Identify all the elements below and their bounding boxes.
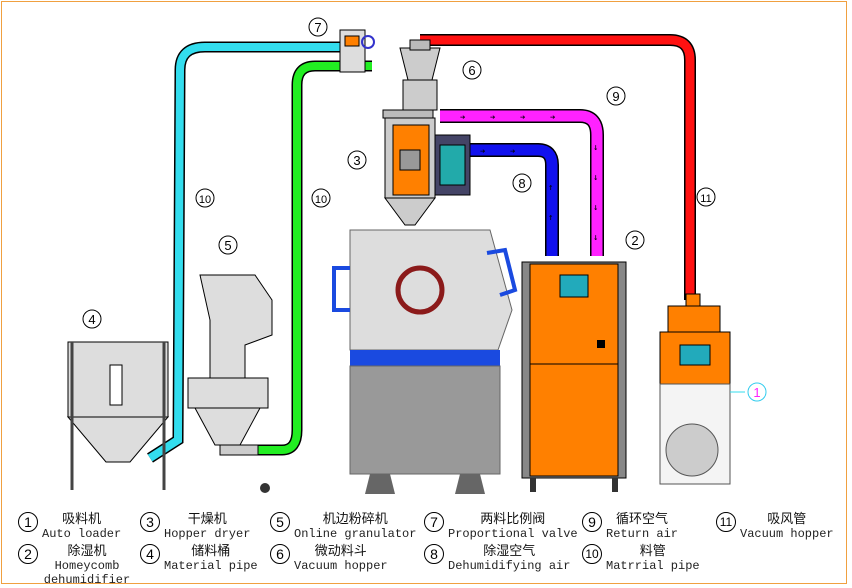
legend-en: Material pipe	[164, 559, 258, 573]
legend-en: Dehumidifying air	[448, 559, 571, 573]
svg-text:➔: ➔	[490, 113, 496, 123]
legend-en: Homeycomb dehumidifier	[43, 559, 131, 587]
legend-number: 1	[18, 512, 38, 532]
legend-en: Vacuum hopper	[740, 527, 834, 541]
svg-text:↓: ↓	[593, 173, 598, 183]
legend-zh: 料管	[639, 544, 666, 559]
vacuum-hopper	[382, 39, 441, 119]
legend-en: Return air	[606, 527, 679, 541]
svg-text:➔: ➔	[520, 113, 526, 123]
proportional-valve	[339, 29, 375, 73]
svg-text:➔: ➔	[460, 113, 466, 123]
callout-11: 11	[700, 193, 711, 205]
callout-4: 4	[88, 312, 95, 327]
legend-number: 5	[270, 512, 290, 532]
callout-9: 9	[612, 89, 619, 104]
legend-en: Auto loader	[42, 527, 122, 541]
callout-5: 5	[224, 238, 231, 253]
legend-zh: 吸风管	[767, 512, 807, 527]
legend-number: 7	[424, 512, 444, 532]
legend-number: 10	[582, 544, 602, 564]
legend-number: 6	[270, 544, 290, 564]
legend-zh: 循环空气	[616, 512, 669, 527]
legend-en: Proportional valve	[448, 527, 578, 541]
svg-text:↓: ↓	[593, 233, 598, 243]
legend-zh: 微动料斗	[314, 544, 367, 559]
svg-text:↑: ↑	[548, 183, 553, 193]
svg-text:➔: ➔	[480, 147, 486, 157]
legend-zh: 除湿机	[67, 544, 107, 559]
online-granulator-large	[332, 229, 518, 494]
legend-zh: 干燥机	[187, 512, 227, 527]
legend-number: 2	[18, 544, 38, 564]
material-storage-bin	[66, 341, 170, 490]
legend-zh: 两料比例阀	[480, 512, 546, 527]
hopper-dryer	[384, 117, 471, 226]
callout-10b: 10	[315, 194, 327, 206]
svg-text:↓: ↓	[593, 143, 598, 153]
legend-number: 8	[424, 544, 444, 564]
svg-text:➔: ➔	[550, 113, 556, 123]
honeycomb-dehumidifier	[521, 261, 627, 492]
legend-number: 3	[140, 512, 160, 532]
callout-8: 8	[518, 176, 525, 191]
legend-zh: 除湿空气	[483, 544, 536, 559]
legend-number: 4	[140, 544, 160, 564]
auto-loader	[659, 293, 745, 485]
callout-3: 3	[353, 153, 360, 168]
callout-2: 2	[631, 233, 638, 248]
legend-zh: 机边粉碎机	[322, 512, 388, 527]
legend-zh: 吸料机	[62, 512, 102, 527]
callout-6: 6	[468, 63, 475, 78]
legend-number: 9	[582, 512, 602, 532]
svg-text:➔: ➔	[510, 147, 516, 157]
svg-text:↓: ↓	[593, 203, 598, 213]
legend-zh: 储料桶	[191, 544, 231, 559]
callout-10a: 10	[199, 194, 211, 206]
svg-text:↑: ↑	[548, 213, 553, 223]
legend-en: Hopper dryer	[164, 527, 251, 541]
legend-en: Online granulator	[294, 527, 417, 541]
callout-1: 1	[753, 385, 760, 400]
legend-en: Matrrial pipe	[606, 559, 700, 573]
legend-number: 11	[716, 512, 736, 532]
callout-7: 7	[314, 20, 321, 35]
online-granulator-small	[187, 274, 273, 493]
legend-en: Vacuum hopper	[294, 559, 388, 573]
